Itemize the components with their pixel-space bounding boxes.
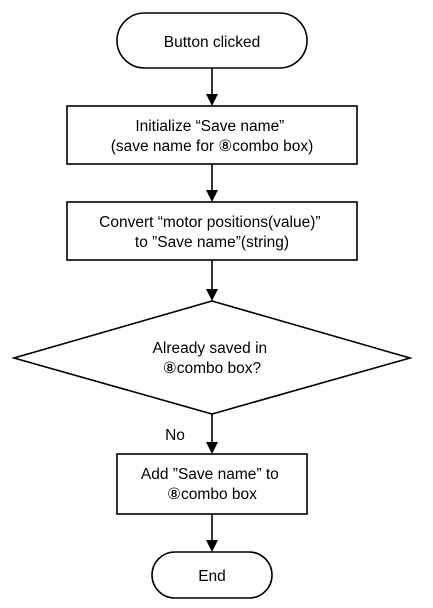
- edge-convert-to-decision: [206, 260, 218, 301]
- edge-decision-to-add: [206, 414, 218, 454]
- node-init-label: Initialize “Save name” (save name for ⑧c…: [111, 118, 314, 155]
- node-convert: Convert “motor positions(value)” to ”Sav…: [66, 201, 358, 261]
- node-add-label: Add ”Save name” to ⑧combo box: [141, 466, 283, 503]
- node-add: Add ”Save name” to ⑧combo box: [116, 453, 308, 515]
- node-start: Button clicked: [116, 12, 308, 69]
- edge-add-to-end: [206, 514, 218, 552]
- node-decision-label: Already saved in ⑧combo box?: [153, 340, 272, 377]
- node-end: End: [151, 551, 273, 599]
- node-init-line-2: (save name for ⑧combo box): [111, 138, 314, 155]
- node-add-line-1: Add ”Save name” to: [141, 466, 279, 483]
- edge-start-to-init: [206, 68, 218, 106]
- node-decision-line-2: ⑧combo box?: [163, 360, 262, 377]
- process-shape: [66, 201, 358, 261]
- node-decision: Already saved in ⑧combo box?: [11, 300, 413, 415]
- terminal-shape: [151, 551, 273, 599]
- edge-label-no: No: [165, 427, 185, 444]
- process-shape: [66, 105, 358, 165]
- process-shape: [116, 453, 308, 515]
- terminal-shape: [116, 12, 308, 69]
- node-convert-label: Convert “motor positions(value)” to ”Sav…: [99, 214, 325, 251]
- node-start-label: Button clicked: [164, 34, 261, 51]
- node-end-line-1: End: [198, 568, 226, 585]
- node-decision-line-1: Already saved in: [153, 340, 268, 357]
- node-start-line-1: Button clicked: [164, 34, 261, 51]
- edge-init-to-convert: [206, 164, 218, 202]
- node-convert-line-1: Convert “motor positions(value)”: [99, 214, 320, 231]
- node-convert-line-2: to ”Save name”(string): [135, 234, 289, 251]
- decision-shape: [11, 300, 413, 415]
- node-end-label: End: [198, 568, 226, 585]
- node-add-line-2: ⑧combo box: [167, 486, 257, 503]
- node-init-line-1: Initialize “Save name”: [135, 118, 284, 135]
- node-init: Initialize “Save name” (save name for ⑧c…: [66, 105, 358, 165]
